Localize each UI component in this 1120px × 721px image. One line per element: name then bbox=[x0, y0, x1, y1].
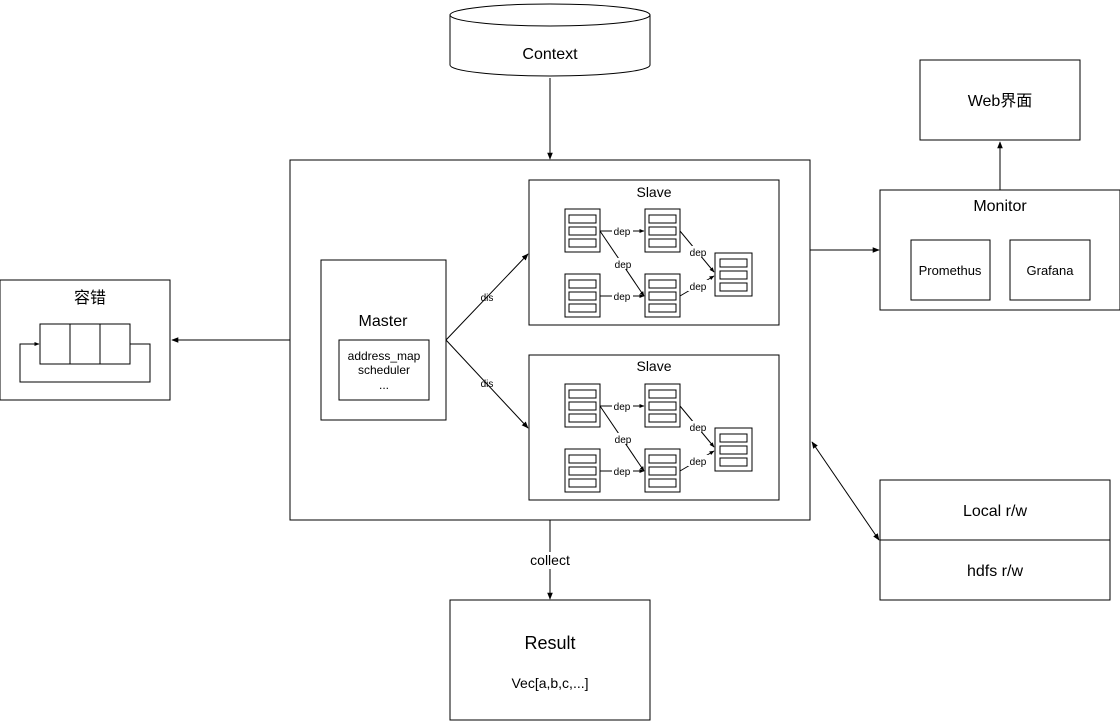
context-label: Context bbox=[522, 46, 578, 63]
slave-2-label: Slave bbox=[636, 358, 671, 374]
master-detail-address-map: address_map bbox=[348, 349, 421, 363]
hdfs-rw-label: hdfs r/w bbox=[967, 563, 1023, 580]
task-block bbox=[564, 383, 601, 428]
dep-label: dep bbox=[615, 435, 632, 446]
storage-node: Local r/w hdfs r/w bbox=[879, 479, 1111, 601]
grafana-label: Grafana bbox=[1027, 263, 1075, 278]
task-block bbox=[644, 448, 681, 493]
dep-label: dep bbox=[690, 423, 707, 434]
result-value: Vec[a,b,c,...] bbox=[511, 675, 588, 691]
slave-node-1: Slave dep dep dep dep dep bbox=[528, 179, 780, 326]
fault-tolerance-node: 容错 bbox=[0, 279, 171, 401]
dep-label: dep bbox=[690, 457, 707, 468]
collect-label: collect bbox=[530, 552, 570, 568]
context-database: Context bbox=[449, 3, 651, 77]
grafana-box bbox=[1009, 239, 1091, 301]
task-block bbox=[714, 427, 753, 472]
dis-label-top: dis bbox=[481, 293, 494, 304]
prometheus-box bbox=[910, 239, 991, 301]
monitor-node: Monitor Promethus Grafana bbox=[879, 189, 1120, 311]
monitor-label: Monitor bbox=[973, 198, 1027, 215]
task-block bbox=[714, 252, 753, 297]
dep-label: dep bbox=[614, 292, 631, 303]
task-block bbox=[644, 383, 681, 428]
task-block bbox=[564, 448, 601, 493]
task-block bbox=[564, 273, 601, 318]
dis-arrow-top bbox=[445, 253, 529, 341]
cluster-storage-arrow bbox=[811, 441, 880, 541]
task-block bbox=[644, 208, 681, 253]
dep-label: dep bbox=[614, 227, 631, 238]
task-block bbox=[644, 273, 681, 318]
prometheus-label: Promethus bbox=[919, 263, 982, 278]
master-detail-scheduler: scheduler bbox=[358, 363, 410, 377]
master-detail-more: ... bbox=[379, 378, 389, 392]
retry-loop-arrow bbox=[19, 342, 151, 383]
dep-label: dep bbox=[615, 260, 632, 271]
dis-arrow-bottom bbox=[445, 339, 529, 429]
master-label: Master bbox=[359, 313, 409, 330]
master-node: Master address_map scheduler ... bbox=[320, 259, 447, 421]
fault-tolerance-label: 容错 bbox=[74, 289, 106, 307]
dep-label: dep bbox=[614, 467, 631, 478]
web-ui-node: Web界面 bbox=[919, 59, 1081, 141]
web-ui-label: Web界面 bbox=[968, 92, 1033, 110]
master-details-box bbox=[338, 339, 430, 401]
result-label: Result bbox=[524, 633, 575, 653]
task-block bbox=[564, 208, 601, 253]
dep-label: dep bbox=[690, 248, 707, 259]
local-rw-label: Local r/w bbox=[963, 503, 1027, 520]
slave-node-2: Slave dep dep dep dep dep bbox=[528, 354, 780, 501]
result-node: Result Vec[a,b,c,...] bbox=[449, 599, 651, 721]
dep-label: dep bbox=[614, 402, 631, 413]
slave-1-label: Slave bbox=[636, 184, 671, 200]
dep-label: dep bbox=[690, 282, 707, 293]
dis-label-bottom: dis bbox=[481, 379, 494, 390]
